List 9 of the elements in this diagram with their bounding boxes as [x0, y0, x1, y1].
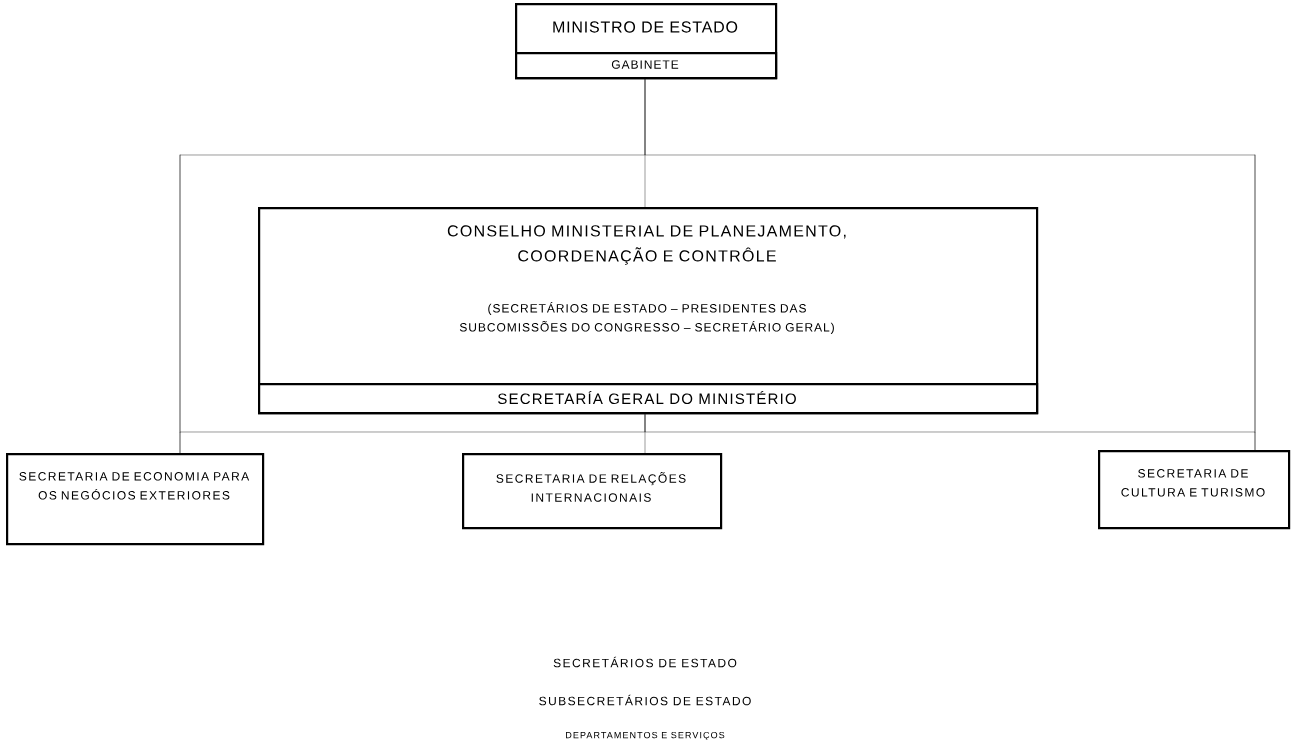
- department-box: SECRETARIA DE ECONOMIA PARA OS NEGÓCIOS EXTERIORES: [6, 453, 265, 546]
- connector-line: [644, 414, 1256, 451]
- list-text: DEPARTAMENTOS E SERVIÇOS: [566, 731, 725, 741]
- department-box: SECRETARIA DE RELAÇÕES INTERNACIONAIS: [462, 453, 723, 530]
- department-box: SECRETARIA DE CULTURA E TURISMO: [1098, 450, 1291, 530]
- list-text: SECRETÁRIOS DE ESTADO: [553, 656, 737, 668]
- band-box: GABINETE: [515, 52, 778, 80]
- band-box: SECRETARÍA GERAL DO MINISTÉRIO: [258, 383, 1039, 415]
- list-text: SUBSECRETÁRIOS DE ESTADO: [539, 694, 751, 706]
